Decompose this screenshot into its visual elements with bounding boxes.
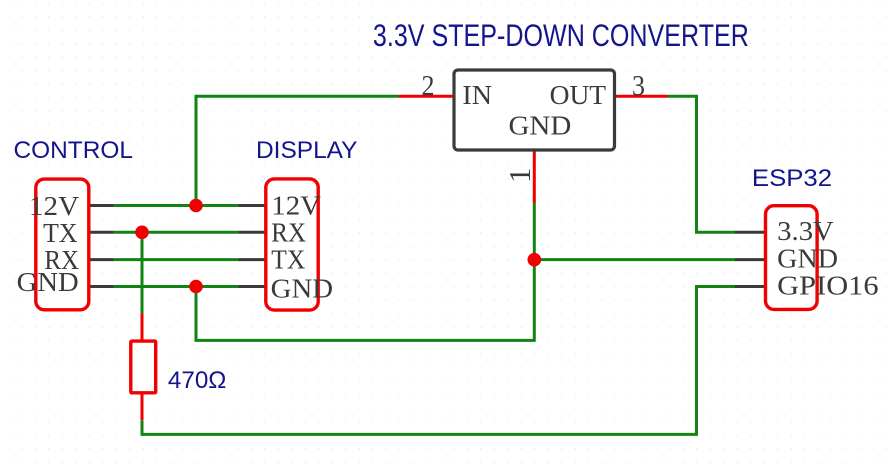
svg-text:470Ω: 470Ω xyxy=(168,367,227,394)
svg-text:GND: GND xyxy=(17,266,79,297)
svg-text:3.3V: 3.3V xyxy=(777,215,834,246)
svg-text:RX: RX xyxy=(271,217,306,248)
svg-text:RX: RX xyxy=(44,244,79,275)
svg-text:GND: GND xyxy=(777,242,838,273)
svg-text:TX: TX xyxy=(271,244,305,275)
svg-text:GPIO16: GPIO16 xyxy=(777,270,878,301)
svg-text:OUT: OUT xyxy=(550,79,607,110)
svg-text:GND: GND xyxy=(509,109,572,140)
svg-text:12V: 12V xyxy=(271,190,321,221)
svg-text:CONTROL: CONTROL xyxy=(14,137,134,164)
svg-text:ESP32: ESP32 xyxy=(752,165,832,192)
svg-text:2: 2 xyxy=(422,71,435,102)
svg-text:IN: IN xyxy=(462,79,492,110)
svg-text:1: 1 xyxy=(503,168,537,183)
svg-text:3.3V STEP-DOWN CONVERTER: 3.3V STEP-DOWN CONVERTER xyxy=(373,17,749,53)
svg-text:3: 3 xyxy=(632,71,645,102)
svg-text:GND: GND xyxy=(271,272,333,303)
svg-text:TX: TX xyxy=(43,217,78,248)
svg-text:12V: 12V xyxy=(29,190,79,221)
svg-text:DISPLAY: DISPLAY xyxy=(256,137,358,164)
